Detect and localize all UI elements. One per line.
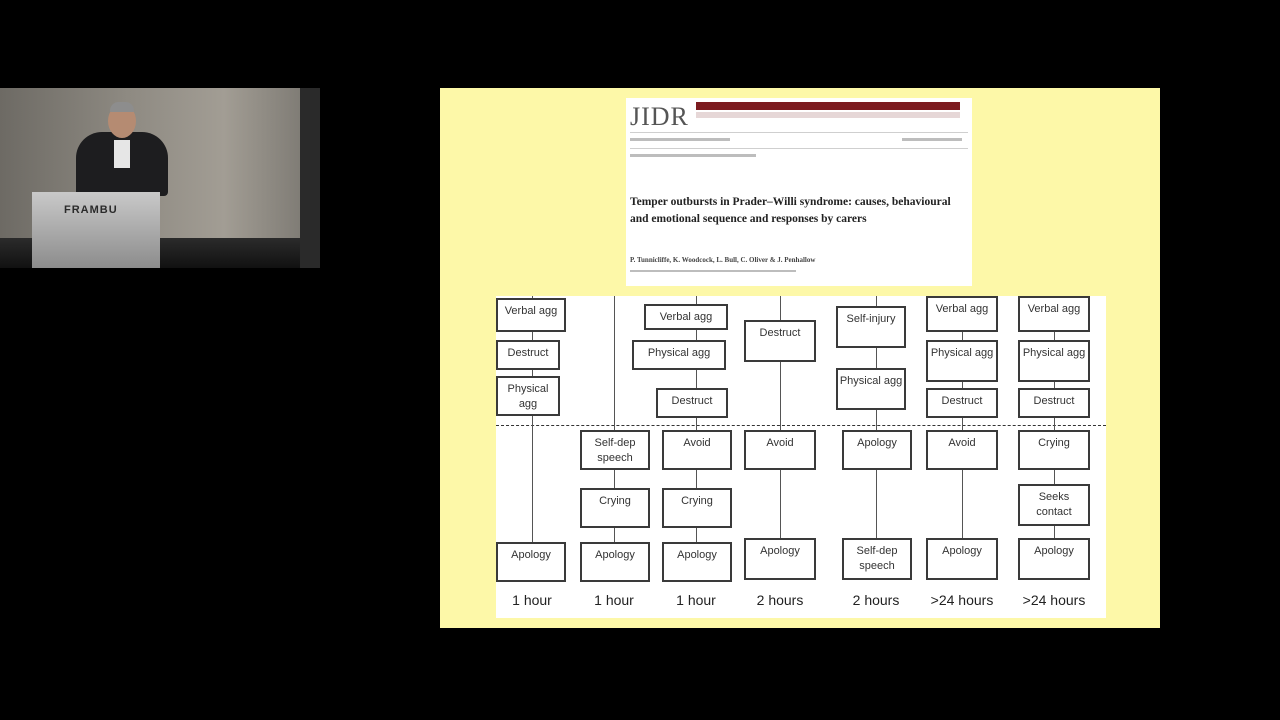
- behaviour-box: Self-dep speech: [842, 538, 912, 580]
- behaviour-box: Avoid: [926, 430, 998, 470]
- paper-authors: P. Tunnicliffe, K. Woodcock, L. Bull, C.…: [630, 256, 816, 264]
- behaviour-box: Self-dep speech: [580, 430, 650, 470]
- duration-label: 1 hour: [594, 592, 634, 608]
- podium-logo: FRAMBU: [64, 204, 118, 216]
- header-text-line: [630, 138, 730, 141]
- behaviour-box: Apology: [1018, 538, 1090, 580]
- duration-label: >24 hours: [1022, 592, 1086, 608]
- behaviour-box: Seeks contact: [1018, 484, 1090, 526]
- behaviour-box: Verbal agg: [1018, 296, 1090, 332]
- duration-label: 2 hours: [852, 592, 900, 608]
- behaviour-box: Apology: [662, 542, 732, 582]
- paper-excerpt: JIDR Temper outbursts in Prader–Willi sy…: [626, 98, 972, 286]
- sequence-connector: [614, 296, 615, 542]
- journal-logo: JIDR: [630, 102, 689, 131]
- slide: JIDR Temper outbursts in Prader–Willi sy…: [440, 88, 1160, 628]
- speaker-shirt: [114, 140, 130, 168]
- behaviour-box: Apology: [842, 430, 912, 470]
- behaviour-box: Avoid: [662, 430, 732, 470]
- behaviour-box: Verbal agg: [496, 298, 566, 332]
- behaviour-box: Verbal agg: [926, 296, 998, 332]
- behaviour-box: Crying: [662, 488, 732, 528]
- behaviour-box: Physical agg: [926, 340, 998, 382]
- sequence-connector: [532, 296, 533, 542]
- journal-subbanner: [696, 112, 960, 118]
- header-text-line: [902, 138, 962, 141]
- sequence-connector: [876, 296, 877, 542]
- behaviour-box: Verbal agg: [644, 304, 728, 330]
- behaviour-box: Destruct: [926, 388, 998, 418]
- behaviour-box: Destruct: [1018, 388, 1090, 418]
- speaker-video: FRAMBU: [0, 88, 320, 268]
- sequence-connector: [696, 296, 697, 542]
- behaviour-box: Physical agg: [1018, 340, 1090, 382]
- door: [300, 88, 320, 268]
- journal-banner: [696, 102, 960, 110]
- sequence-connector: [962, 296, 963, 542]
- behaviour-box: Self-injury: [836, 306, 906, 348]
- phase-divider: [496, 425, 1106, 426]
- behaviour-box: Physical agg: [496, 376, 560, 416]
- duration-label: >24 hours: [930, 592, 994, 608]
- affiliation-line: [630, 270, 796, 272]
- podium: [32, 192, 160, 268]
- behaviour-box: Crying: [580, 488, 650, 528]
- behaviour-box: Destruct: [496, 340, 560, 370]
- header-rule: [630, 148, 968, 149]
- behaviour-box: Destruct: [656, 388, 728, 418]
- behaviour-box: Avoid: [744, 430, 816, 470]
- behaviour-box: Apology: [744, 538, 816, 580]
- sequence-connector: [780, 296, 781, 542]
- behaviour-box: Physical agg: [632, 340, 726, 370]
- speaker-hair: [110, 102, 134, 112]
- header-rule: [630, 132, 968, 133]
- behaviour-box: Apology: [496, 542, 566, 582]
- behaviour-box: Physical agg: [836, 368, 906, 410]
- paper-title: Temper outbursts in Prader–Willi syndrom…: [630, 196, 951, 225]
- header-text-line: [630, 154, 756, 157]
- behaviour-box: Apology: [580, 542, 650, 582]
- sequence-connector: [1054, 296, 1055, 542]
- behaviour-box: Destruct: [744, 320, 816, 362]
- duration-label: 2 hours: [756, 592, 804, 608]
- duration-label: 1 hour: [512, 592, 552, 608]
- behaviour-box: Apology: [926, 538, 998, 580]
- duration-label: 1 hour: [676, 592, 716, 608]
- behaviour-box: Crying: [1018, 430, 1090, 470]
